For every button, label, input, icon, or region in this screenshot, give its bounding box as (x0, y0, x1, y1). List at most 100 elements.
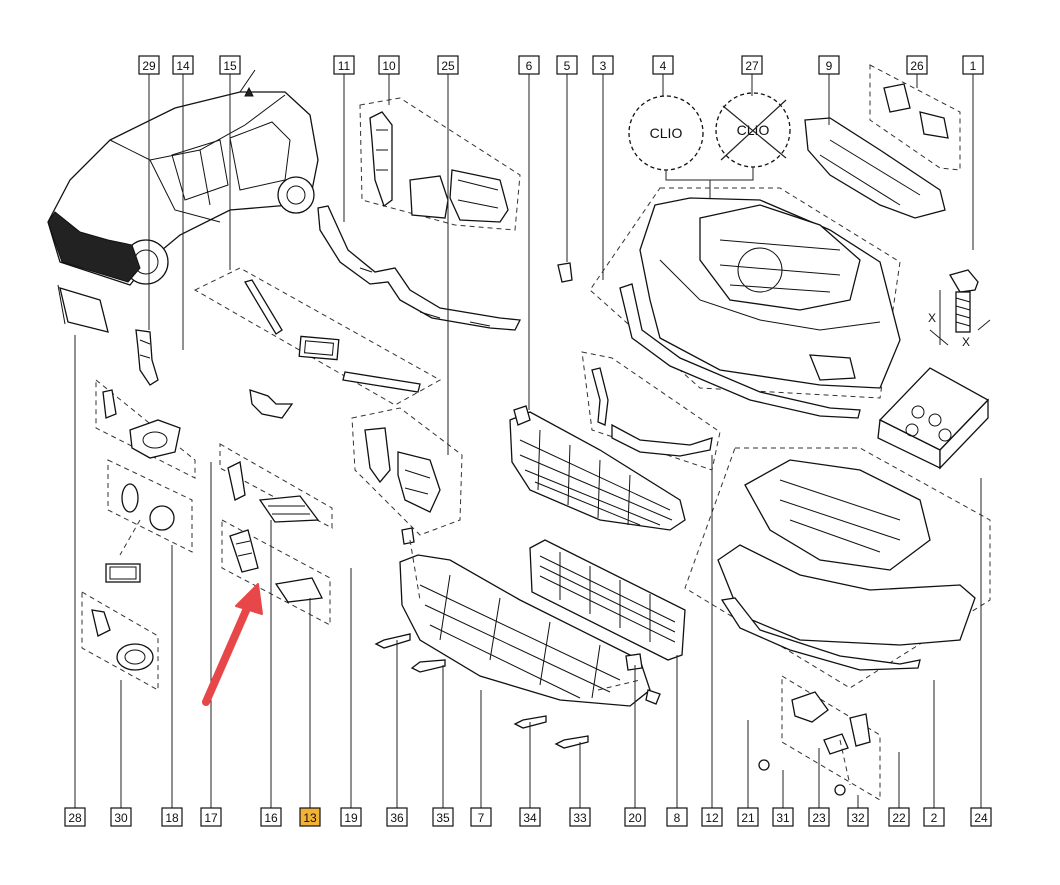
callout-label-35[interactable]: 35 (432, 807, 454, 827)
callout-box (260, 807, 282, 827)
callout-box (519, 807, 541, 827)
part-10-bracket-assembly (369, 111, 509, 223)
part-15-trim-set (244, 279, 421, 393)
callout-number: 33 (573, 811, 587, 825)
callout-box (906, 55, 928, 75)
callout-label-17[interactable]: 17 (200, 807, 222, 827)
callout-box (64, 807, 86, 827)
callout-label-9[interactable]: 9 (818, 55, 840, 75)
part-31-nut (758, 759, 770, 771)
callout-label-7[interactable]: 7 (470, 807, 492, 827)
part-8-radiator-shutter (529, 539, 686, 661)
callout-number: 26 (910, 59, 924, 73)
callout-box (470, 807, 492, 827)
callout-number: 28 (68, 811, 82, 825)
callout-number: 27 (745, 59, 759, 73)
callout-label-29[interactable]: 29 (138, 55, 160, 75)
callout-box (518, 55, 540, 75)
part-21-bracket (791, 691, 829, 723)
callout-box (888, 807, 910, 827)
callout-label-4[interactable]: 4 (652, 55, 674, 75)
callout-number: 36 (390, 811, 404, 825)
callout-number: 3 (600, 59, 607, 73)
callout-box (110, 807, 132, 827)
measure-x-1: X (928, 311, 936, 325)
callout-label-11[interactable]: 11 (333, 55, 355, 75)
callout-number: 21 (741, 811, 755, 825)
callout-label-33[interactable]: 33 (569, 807, 591, 827)
part-12-trim (591, 367, 713, 457)
callout-label-30[interactable]: 30 (110, 807, 132, 827)
callout-label-34[interactable]: 34 (519, 807, 541, 827)
callout-box (737, 807, 759, 827)
callout-box (378, 55, 400, 75)
callout-box (340, 807, 362, 827)
part-16-trim (227, 461, 320, 523)
callout-label-19[interactable]: 19 (340, 807, 362, 827)
callout-label-20[interactable]: 20 (624, 807, 646, 827)
callout-box (161, 807, 183, 827)
callout-label-10[interactable]: 10 (378, 55, 400, 75)
callout-label-5[interactable]: 5 (556, 55, 578, 75)
callout-label-1[interactable]: 1 (962, 55, 984, 75)
callout-label-8[interactable]: 8 (666, 807, 688, 827)
callout-box (556, 55, 578, 75)
part-24-fastener-kit-box (877, 367, 990, 470)
callout-label-16[interactable]: 16 (260, 807, 282, 827)
callout-label-6[interactable]: 6 (518, 55, 540, 75)
part-32-nut (834, 784, 846, 796)
callout-label-26[interactable]: 26 (906, 55, 928, 75)
callout-number: 8 (674, 811, 681, 825)
part-13-bracket (229, 529, 323, 603)
callout-label-25[interactable]: 25 (437, 55, 459, 75)
callout-label-2[interactable]: 2 (923, 807, 945, 827)
callout-number: 15 (223, 59, 237, 73)
callout-number: 30 (114, 811, 128, 825)
clio-badge-4: CLIO (628, 95, 704, 171)
callout-box (299, 807, 321, 827)
callout-number: 32 (851, 811, 865, 825)
part-1-screw: X X (928, 269, 991, 349)
callout-label-12[interactable]: 12 (701, 807, 723, 827)
callout-label-22[interactable]: 22 (888, 807, 910, 827)
callout-number: 5 (564, 59, 571, 73)
callout-label-27[interactable]: 27 (741, 55, 763, 75)
callout-label-32[interactable]: 32 (847, 807, 869, 827)
callout-number: 10 (382, 59, 396, 73)
callout-number: 16 (264, 811, 278, 825)
callout-label-3[interactable]: 3 (592, 55, 614, 75)
part-25-bracket-set (364, 427, 441, 513)
part-3-bumper-upper (639, 197, 901, 389)
part-33-bolt (554, 735, 589, 749)
callout-box (624, 807, 646, 827)
callout-label-31[interactable]: 31 (772, 807, 794, 827)
part-17-fog-bezel (102, 389, 181, 459)
callout-box (701, 807, 723, 827)
part-19-fastener (401, 527, 415, 545)
callout-box (772, 807, 794, 827)
callout-number: 19 (344, 811, 358, 825)
callout-label-21[interactable]: 21 (737, 807, 759, 827)
callout-label-14[interactable]: 14 (172, 55, 194, 75)
callout-number: 25 (441, 59, 455, 73)
callout-box (741, 55, 763, 75)
callout-box (200, 807, 222, 827)
callout-label-23[interactable]: 23 (808, 807, 830, 827)
callout-number: 23 (812, 811, 826, 825)
callout-label-36[interactable]: 36 (386, 807, 408, 827)
callout-box (432, 807, 454, 827)
part-29-bracket (135, 329, 159, 386)
clio-crossed-out-mark (720, 99, 787, 161)
callout-label-15[interactable]: 15 (219, 55, 241, 75)
car-front-fascia (47, 211, 141, 283)
callout-label-28[interactable]: 28 (64, 807, 86, 827)
part-28-license-plate-bracket (57, 284, 109, 333)
callout-label-18[interactable]: 18 (161, 807, 183, 827)
part-20-clips (625, 653, 661, 705)
callout-number: 13 (303, 811, 317, 825)
callout-box (818, 55, 840, 75)
callout-label-13[interactable]: 13 (299, 807, 321, 827)
callout-label-24[interactable]: 24 (970, 807, 992, 827)
